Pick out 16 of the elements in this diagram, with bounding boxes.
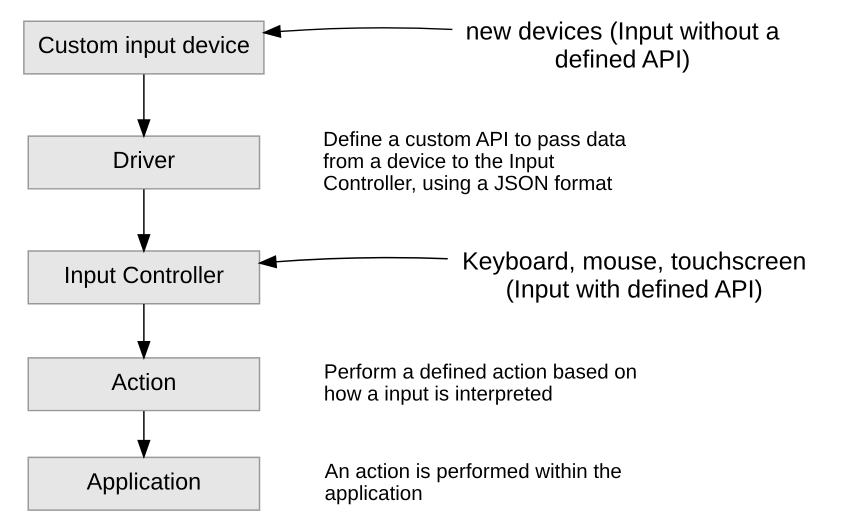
node-label: An action is performed within the application	[324, 460, 622, 506]
node-box: Application	[27, 456, 260, 511]
node-label: Perform a defined action based on how a input is interpreted	[323, 360, 637, 406]
arrow	[136, 189, 150, 254]
node-box: Input Controller	[27, 250, 260, 304]
node-box: Driver	[27, 135, 260, 190]
arrow	[136, 74, 150, 138]
node-box: Custom input device	[22, 20, 264, 75]
arrow	[136, 304, 150, 360]
node-box: Action	[27, 357, 260, 412]
arrow	[261, 24, 452, 38]
node-text: Keyboard, mouse, touchscreen (Input with defined API)	[462, 247, 806, 304]
node-label: Define a custom API to pass data from a device to the Input Controller, using a JSON format	[322, 128, 626, 195]
node-text: new devices (Input without a defined API)	[465, 18, 779, 74]
arrow	[257, 255, 448, 268]
arrow	[136, 411, 150, 459]
